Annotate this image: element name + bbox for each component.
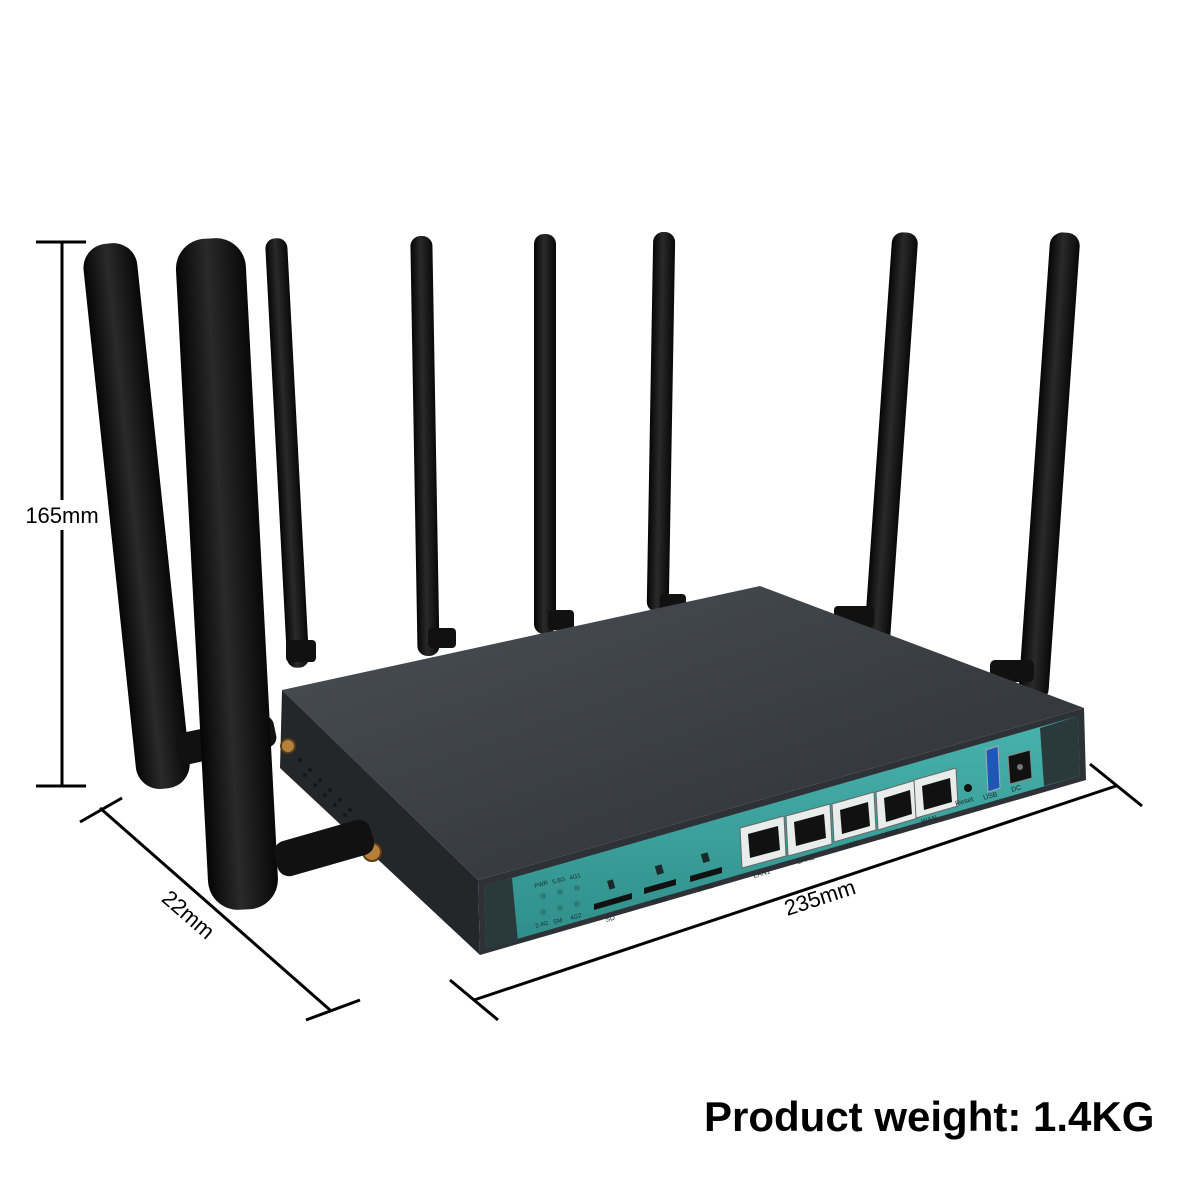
- port-lan1: LAN1: [739, 815, 787, 880]
- reset-label: Reset: [955, 796, 975, 808]
- sd-card-icon: [607, 879, 616, 890]
- led-label-pwr: PWR: [534, 880, 550, 890]
- lan4-label: LAN4: [881, 828, 900, 840]
- rear-controls: Reset USB DC: [955, 745, 1033, 808]
- led-label-sm: SM: [553, 918, 563, 926]
- width-label: 235mm: [781, 874, 858, 920]
- sim2-label: SIM2: [697, 883, 715, 894]
- port-wan: WAN: [913, 767, 959, 826]
- led-indicators: PWR 5.8G 4G1 2.4G SM 4G2: [534, 873, 583, 930]
- port-lan2: LAN2: [785, 803, 833, 866]
- led-label-4g1: 4G1: [569, 873, 582, 882]
- wan-label: WAN: [921, 815, 938, 826]
- card-slots: SD SIM1 SIM2: [594, 852, 722, 924]
- antenna: [646, 232, 676, 612]
- side-vents: [298, 758, 352, 817]
- led-label-5g: 5.8G: [552, 876, 566, 885]
- antenna: [863, 232, 918, 652]
- ethernet-ports: LAN1 LAN2 LAN3 LAN4 WAN: [739, 767, 959, 880]
- antenna: [265, 238, 309, 668]
- port-lan3: LAN3: [831, 791, 877, 852]
- router-top-surface: [282, 586, 1084, 880]
- antenna-group-back: [265, 232, 1080, 702]
- router-left-side: [280, 690, 480, 955]
- sim1-slot: [644, 879, 676, 894]
- sim-card-icon: [700, 852, 710, 863]
- router-body: [280, 586, 1086, 955]
- dc-label: DC: [1011, 784, 1023, 794]
- usb-label: USB: [983, 791, 999, 802]
- antenna: [1018, 232, 1080, 702]
- antenna: [410, 236, 440, 656]
- sd-slot: [594, 893, 632, 910]
- usb-port: [985, 745, 1001, 793]
- antenna-group-front: [83, 238, 375, 910]
- port-lan4: LAN4: [875, 779, 919, 840]
- antenna: [175, 238, 278, 910]
- sim-card-icon: [654, 864, 664, 875]
- led-label-4g2: 4G2: [570, 913, 583, 922]
- lan3-label: LAN3: [841, 840, 860, 852]
- height-dimension: 165mm: [18, 240, 106, 788]
- lan1-label: LAN1: [753, 868, 772, 880]
- antenna: [534, 234, 556, 634]
- led-label-24g: 2.4G: [535, 920, 549, 929]
- antenna: [83, 243, 190, 789]
- sim2-slot: [690, 867, 722, 882]
- product-weight: Product weight: 1.4KG: [704, 1093, 1155, 1140]
- sim1-label: SIM1: [651, 896, 669, 907]
- depth-label: 22mm: [157, 885, 220, 944]
- reset-hole: [964, 784, 972, 792]
- sd-label: SD: [605, 915, 616, 924]
- height-label: 165mm: [25, 503, 98, 528]
- lan2-label: LAN2: [797, 854, 816, 866]
